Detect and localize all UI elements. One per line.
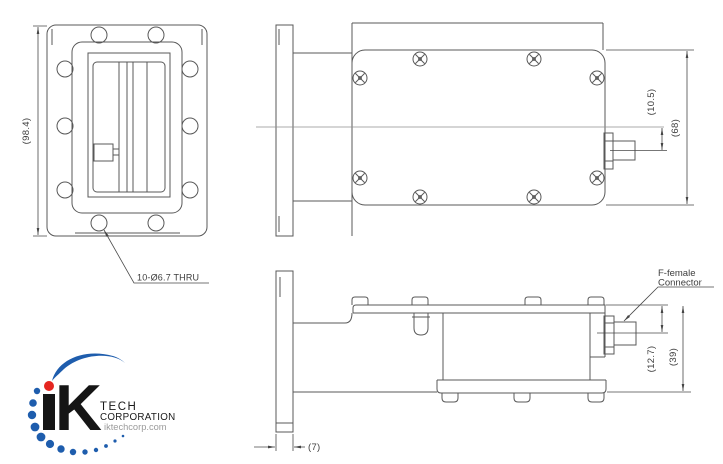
body-outer-edge bbox=[351, 22, 604, 236]
logo-corporation: CORPORATION bbox=[100, 412, 176, 423]
probe-link bbox=[112, 148, 120, 156]
connector-plan bbox=[603, 132, 636, 170]
extension-lines bbox=[606, 49, 694, 206]
flange-edge-marks bbox=[51, 29, 203, 234]
logo-swoosh bbox=[52, 353, 125, 381]
bolt-hole bbox=[90, 214, 108, 232]
logo-letter-i-stem bbox=[43, 394, 55, 430]
holes-note-leader bbox=[103, 229, 209, 284]
bolt-hole bbox=[56, 117, 74, 135]
bottom-plate bbox=[436, 379, 607, 394]
dim-flange-thickness: (7) bbox=[308, 442, 321, 453]
waveguide-tube bbox=[293, 52, 352, 202]
bottom-screws bbox=[441, 392, 605, 403]
probe-block bbox=[93, 143, 114, 162]
flange-side bbox=[275, 270, 294, 433]
connector-barrel bbox=[613, 321, 637, 346]
leader-line bbox=[103, 229, 209, 284]
aperture-inner-wall bbox=[92, 61, 166, 193]
dim-flange-height: (98.4) bbox=[21, 118, 32, 145]
side-view bbox=[275, 270, 637, 433]
connector-washer-steps bbox=[604, 322, 614, 348]
connector-washer-steps bbox=[604, 140, 613, 162]
ik-logo: K TECH CORPORATION iktechcorp.com bbox=[27, 353, 176, 456]
extension-lines bbox=[33, 25, 47, 237]
bolt-hole bbox=[181, 60, 199, 78]
plan-view bbox=[275, 22, 636, 237]
flange-side bbox=[275, 24, 294, 237]
connector-leader-line bbox=[623, 286, 714, 322]
dimension-flange-height bbox=[33, 25, 47, 237]
body-lid bbox=[351, 49, 606, 206]
body-block bbox=[442, 313, 606, 380]
waveguide-tube-top bbox=[293, 312, 353, 324]
bolt-hole bbox=[147, 214, 165, 232]
dim-connector-height: (12.7) bbox=[646, 346, 657, 373]
logo-website: iktechcorp.com bbox=[104, 422, 167, 432]
bolt-hole bbox=[181, 181, 199, 199]
dimension-flange-thickness bbox=[254, 434, 305, 451]
bolt-hole bbox=[147, 26, 165, 44]
bolt-hole bbox=[56, 60, 74, 78]
logo-dots bbox=[27, 387, 125, 456]
logo-letter-i-dot bbox=[44, 381, 54, 391]
lid-screws-side bbox=[351, 296, 605, 306]
connector-label-line2: Connector bbox=[658, 278, 702, 289]
flange-face-view bbox=[46, 24, 208, 237]
dim-connector-offset: (10.5) bbox=[646, 89, 657, 116]
flange-outline bbox=[46, 24, 208, 237]
inner-screw-boss bbox=[412, 313, 430, 336]
extension-lines bbox=[275, 434, 294, 451]
dimension-body-height bbox=[606, 49, 694, 206]
bolt-holes bbox=[56, 26, 199, 232]
aperture-septum-lines bbox=[118, 62, 148, 192]
bolt-hole bbox=[90, 26, 108, 44]
connector-label-line1: F-female bbox=[658, 268, 695, 279]
body-lid-side bbox=[352, 304, 606, 314]
bolt-hole bbox=[181, 117, 199, 135]
dim-side-height: (39) bbox=[668, 348, 679, 366]
logo-tech: TECH bbox=[100, 401, 137, 413]
waveguide-aperture bbox=[87, 52, 171, 198]
logo-letter-k: K bbox=[55, 371, 102, 444]
flange-edge-marks bbox=[276, 277, 293, 424]
bolt-hole bbox=[56, 181, 74, 199]
lid-screws bbox=[352, 51, 605, 205]
holes-note: 10-Ø6.7 THRU bbox=[137, 273, 199, 283]
dim-body-height: (68) bbox=[670, 119, 681, 137]
connector-side bbox=[603, 315, 637, 355]
